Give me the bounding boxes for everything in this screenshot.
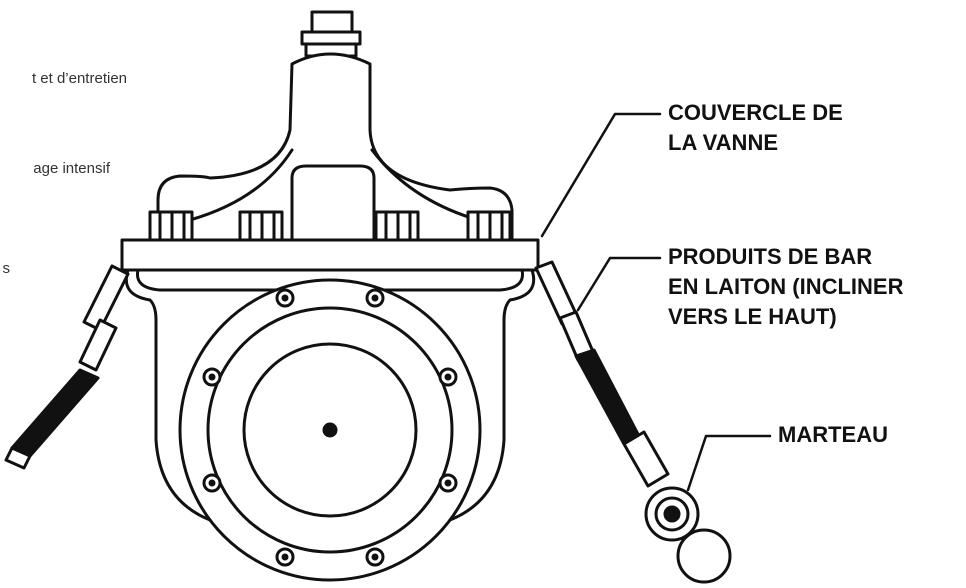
clipped-text-3: s (2, 260, 11, 277)
callout-brass-bar-line2: EN LAITON (INCLINER (668, 274, 904, 299)
callout-hammer: MARTEAU (778, 420, 888, 450)
callout-brass-bar-line1: PRODUITS DE BAR (668, 244, 873, 269)
leader-cover (540, 112, 662, 238)
bolt-1 (148, 210, 194, 244)
bolt-2 (238, 210, 284, 244)
leader-bar (576, 256, 662, 312)
bolt-4 (466, 210, 512, 244)
callout-valve-cover-line2: LA VANNE (668, 130, 778, 155)
callout-valve-cover-line1: COUVERCLE DE (668, 100, 843, 125)
center-dot (322, 422, 338, 438)
top-nut (300, 10, 362, 58)
callout-brass-bar-line3: VERS LE HAUT) (668, 304, 837, 329)
bolt-3 (374, 210, 420, 244)
leader-lines (540, 112, 772, 492)
hammer (644, 486, 732, 584)
leader-hammer (686, 434, 772, 492)
left-brass-bar (4, 264, 130, 470)
bonnet-rib-left (188, 148, 294, 222)
flange-bolt-holes (202, 288, 458, 567)
callout-hammer-line1: MARTEAU (778, 422, 888, 447)
callout-brass-bar: PRODUITS DE BAR EN LAITON (INCLINER VERS… (668, 242, 903, 332)
clipped-text-1: t et d’entretien (31, 70, 127, 87)
bonnet-rib-right (370, 148, 480, 222)
bonnet-inner-arch (290, 164, 376, 242)
clipped-text-2: age intensif (33, 160, 110, 177)
callout-valve-cover: COUVERCLE DE LA VANNE (668, 98, 843, 158)
valve-cover-plate (120, 238, 540, 272)
right-brass-bar (534, 260, 670, 488)
